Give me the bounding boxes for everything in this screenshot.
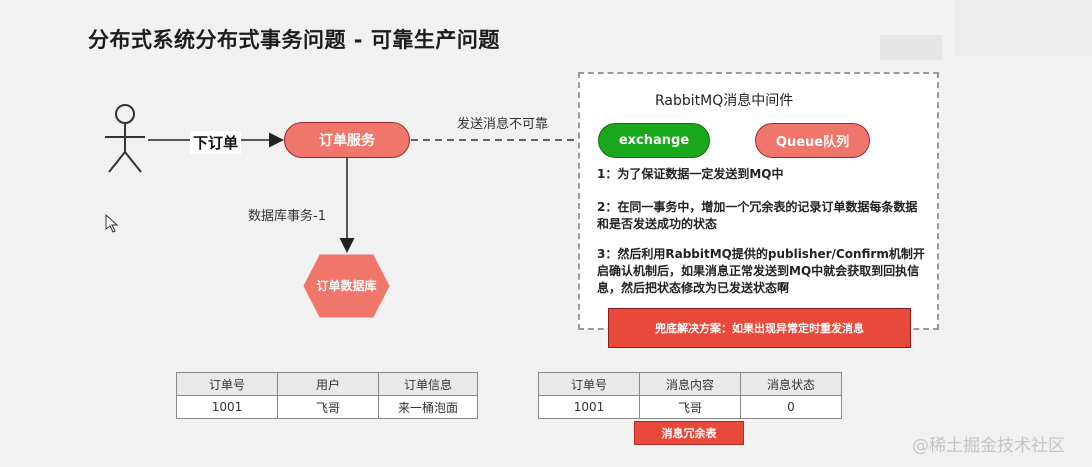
table-cell: 来一桶泡面 bbox=[378, 395, 478, 419]
table-cell: 1001 bbox=[538, 395, 640, 419]
message-table: 订单号 消息内容 消息状态 1001 飞哥 0 bbox=[538, 372, 842, 419]
db-transaction-label: 数据库事务-1 bbox=[248, 209, 326, 224]
step-3-text: 3：然后利用RabbitMQ提供的publisher/Confirm机制开启确认… bbox=[597, 247, 925, 295]
order-db-hexagon bbox=[303, 254, 390, 318]
table-row: 1001 飞哥 来一桶泡面 bbox=[176, 395, 478, 419]
table-header-row: 订单号 消息内容 消息状态 bbox=[538, 372, 842, 396]
table-cell: 飞哥 bbox=[277, 395, 379, 419]
table-header: 订单号 bbox=[538, 372, 640, 396]
table-cell: 飞哥 bbox=[639, 395, 741, 419]
table-header: 订单信息 bbox=[378, 372, 478, 396]
rabbitmq-container bbox=[578, 72, 939, 330]
blurred-region-small bbox=[880, 35, 942, 60]
exchange-node: exchange bbox=[598, 123, 710, 158]
step-1-text: 1：为了保证数据一定发送到MQ中 bbox=[597, 167, 784, 181]
order-table: 订单号 用户 订单信息 1001 飞哥 来一桶泡面 bbox=[176, 372, 478, 419]
table-header: 消息状态 bbox=[740, 372, 842, 396]
unreliable-send-label: 发送消息不可靠 bbox=[457, 117, 549, 132]
cursor-icon bbox=[105, 213, 119, 233]
table-row: 1001 飞哥 0 bbox=[538, 395, 842, 419]
table-header: 用户 bbox=[277, 372, 379, 396]
order-service-node: 订单服务 bbox=[284, 122, 410, 158]
table-header: 订单号 bbox=[176, 372, 278, 396]
place-order-label: 下订单 bbox=[190, 131, 242, 154]
blurred-region bbox=[955, 0, 1092, 56]
order-db-label: 订单数据库 bbox=[316, 279, 377, 293]
table-cell: 0 bbox=[740, 395, 842, 419]
queue-node: Queue队列 bbox=[755, 123, 870, 158]
page-title: 分布式系统分布式事务问题 - 可靠生产问题 bbox=[88, 28, 500, 52]
step-2-text: 2：在同一事务中，增加一个冗余表的记录订单数据每条数据和是否发送成功的状态 bbox=[597, 200, 918, 231]
fallback-solution-banner: 兜底解决方案：如果出现异常定时重发消息 bbox=[608, 308, 911, 348]
table-header-row: 订单号 用户 订单信息 bbox=[176, 372, 478, 396]
rabbitmq-title: RabbitMQ消息中间件 bbox=[655, 93, 794, 109]
watermark: @稀土掘金技术社区 bbox=[912, 436, 1065, 456]
table-cell: 1001 bbox=[176, 395, 278, 419]
redundant-table-label: 消息冗余表 bbox=[634, 421, 744, 445]
table-header: 消息内容 bbox=[639, 372, 741, 396]
actor-icon bbox=[105, 104, 145, 173]
